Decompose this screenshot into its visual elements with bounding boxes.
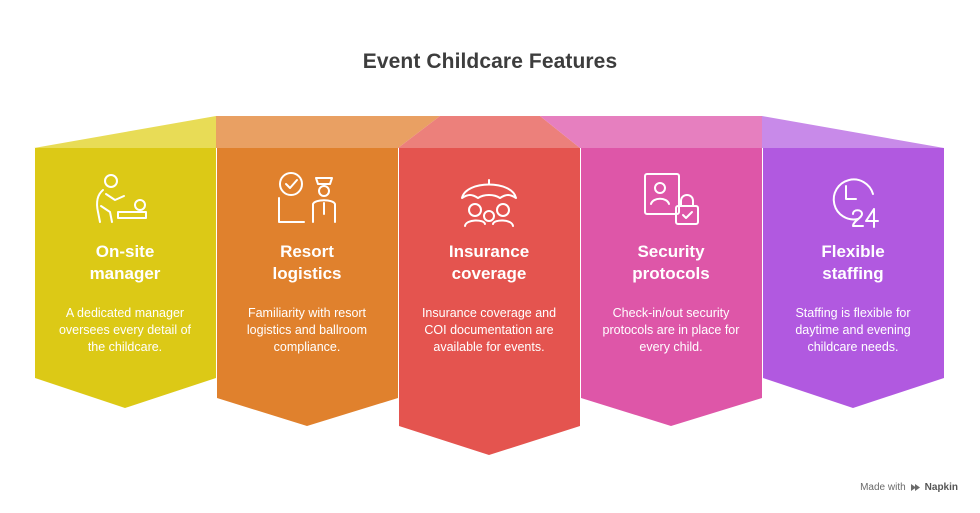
feature-card-flexible-staffing (763, 148, 944, 408)
feature-title: Flexible staffing (821, 242, 885, 283)
checklist-staff-icon (278, 172, 336, 223)
feature-title: Insurance coverage (448, 242, 530, 283)
umbrella-family-icon (461, 179, 517, 227)
roof-facet-1 (34, 116, 216, 148)
roof-facet-4 (540, 116, 762, 148)
feature-description: Familiarity with resort logistics and ba… (246, 306, 368, 354)
feature-description: A dedicated manager oversees every detai… (58, 306, 191, 354)
feature-security-protocols: Security protocols Check-in/out security… (587, 241, 755, 356)
napkin-logo-icon (910, 484, 920, 491)
feature-title: Resort logistics (272, 242, 342, 283)
feature-insurance-coverage: Insurance coverage Insurance coverage an… (405, 241, 573, 356)
page-title: Event Childcare Features (362, 50, 618, 73)
roof-facet-5 (762, 116, 944, 148)
feature-title: Security protocols (632, 242, 710, 283)
feature-on-site-manager: On-site manager A dedicated manager over… (41, 241, 209, 356)
feature-description: Staffing is flexible for daytime and eve… (795, 306, 911, 354)
made-with-napkin: Made with Napkin (860, 482, 958, 493)
feature-description: Insurance coverage and COI documentation… (421, 306, 557, 354)
feature-title: On-site manager (89, 242, 161, 283)
feature-card-security-protocols (581, 148, 762, 426)
feature-card-insurance-coverage (399, 148, 580, 455)
feature-resort-logistics: Resort logistics Familiarity with resort… (223, 241, 391, 356)
feature-flexible-staffing: Flexible staffing Staffing is flexible f… (769, 241, 937, 356)
roof-facet-3 (398, 116, 580, 148)
clock-24-icon (832, 178, 879, 228)
badge-lock-icon (644, 173, 699, 225)
roof-facet-2 (216, 116, 440, 148)
feature-card-resort-logistics (217, 148, 398, 426)
napkin-brand: Napkin (924, 482, 958, 493)
feature-card-on-site-manager (35, 148, 216, 408)
feature-description: Check-in/out security protocols are in p… (602, 306, 740, 354)
caregiver-baby-icon (96, 174, 147, 223)
made-with-label: Made with (860, 482, 906, 493)
